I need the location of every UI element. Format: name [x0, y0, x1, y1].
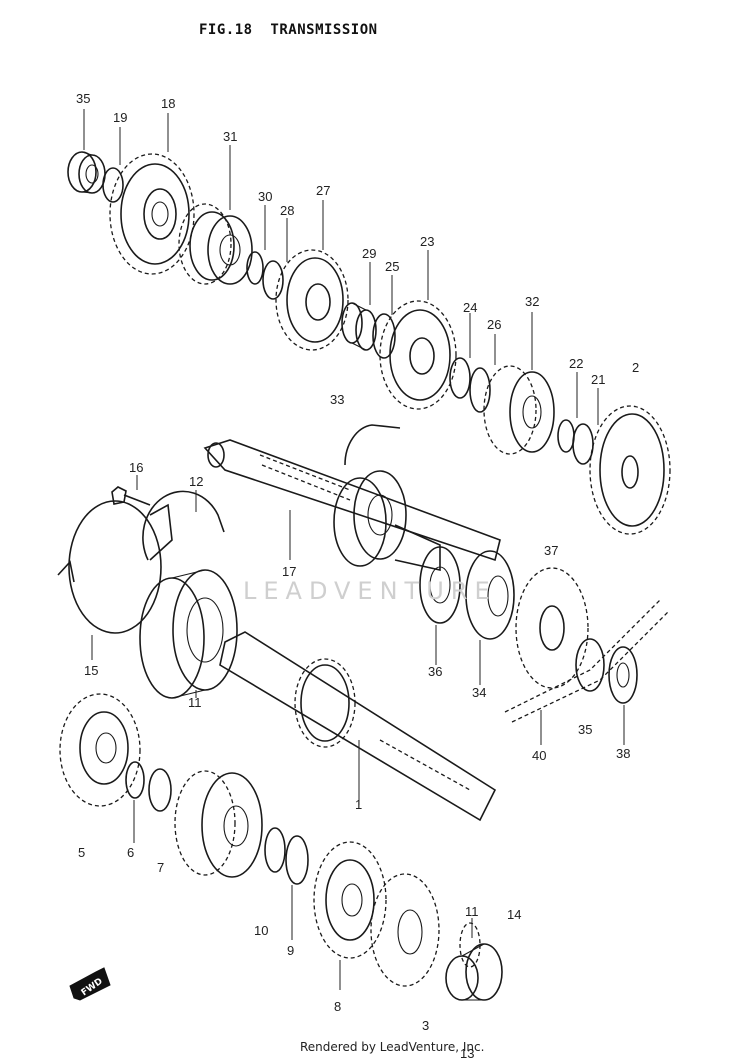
- callout-3: 3: [422, 1018, 429, 1033]
- callout-27: 27: [316, 183, 330, 198]
- part-25-washer: [372, 313, 396, 359]
- footer-credit: Rendered by LeadVenture, Inc.: [300, 1040, 485, 1054]
- callout-7: 7: [157, 860, 164, 875]
- fwd-arrow-icon: FWD: [69, 967, 111, 1001]
- callout-18: 18: [161, 96, 175, 111]
- watermark: LEADVENTURE: [243, 577, 497, 605]
- part-23-gear: [379, 300, 457, 410]
- callout-25: 25: [385, 259, 399, 274]
- callout-15: 15: [84, 663, 98, 678]
- part-31-gear: [178, 203, 253, 285]
- callout-30: 30: [258, 189, 272, 204]
- page-title: FIG.18 TRANSMISSION: [199, 22, 378, 38]
- part-37-sprocket: [515, 567, 589, 689]
- part-17-countershaft: [203, 439, 501, 562]
- part-12-circlip: [142, 490, 225, 561]
- part-24-ring: [449, 357, 471, 399]
- callout-38: 38: [616, 746, 630, 761]
- part-1-mainshaft: [219, 631, 497, 822]
- part-35-lockwasher: [575, 638, 605, 692]
- callout-10: 10: [254, 923, 268, 938]
- part-19-washer: [102, 167, 124, 203]
- callout-labels: 35 19 18 31 30 28 27 29 25 23 24 26 32 2…: [76, 91, 639, 1060]
- callout-9: 9: [287, 943, 294, 958]
- part-10-washer: [264, 827, 309, 885]
- part-7-gear: [174, 770, 263, 878]
- callout-37: 37: [544, 543, 558, 558]
- callout-21: 21: [591, 372, 605, 387]
- callout-32: 32: [525, 294, 539, 309]
- part-5-gear: [59, 693, 141, 807]
- callout-26: 26: [487, 317, 501, 332]
- part-9-gear: [313, 841, 387, 959]
- callout-19: 19: [113, 110, 127, 125]
- part-11-bearing: [139, 569, 238, 699]
- part-32-gear: [483, 365, 555, 455]
- callout-11b: 11: [465, 904, 479, 919]
- callout-28: 28: [280, 203, 294, 218]
- part-29-bushing: [341, 302, 377, 351]
- part-33-circlip: [344, 424, 401, 466]
- callout-35: 35: [76, 91, 90, 106]
- callout-5: 5: [78, 845, 85, 860]
- callout-24: 24: [463, 300, 477, 315]
- part-26-washer: [469, 367, 491, 413]
- part-22-ring: [557, 419, 575, 453]
- part-40-chain: [504, 599, 669, 723]
- callout-13: 13: [460, 1046, 474, 1060]
- part-16-screw: [111, 486, 151, 506]
- part-7-washer: [148, 768, 172, 812]
- part-30-ring: [246, 251, 264, 285]
- part-6-ring: [125, 761, 145, 799]
- part-2-gear: [589, 405, 671, 535]
- callout-6: 6: [127, 845, 134, 860]
- part-18-gear: [109, 153, 195, 275]
- callout-31: 31: [223, 129, 237, 144]
- callout-36: 36: [428, 664, 442, 679]
- leader-lines: [83, 109, 625, 990]
- part-34-spacer: [465, 550, 515, 640]
- callout-8: 8: [334, 999, 341, 1014]
- part-8-gear: [370, 873, 440, 987]
- part-21-washer: [572, 423, 594, 465]
- callout-23: 23: [420, 234, 434, 249]
- callout-11a: 11: [188, 695, 202, 710]
- part-38-nut: [608, 646, 638, 704]
- callout-29: 29: [362, 246, 376, 261]
- part-35-bearing: [67, 151, 106, 194]
- part-13-cap: [445, 943, 503, 1001]
- callout-2: 2: [632, 360, 639, 375]
- callout-1: 1: [355, 797, 362, 812]
- callout-34: 34: [472, 685, 486, 700]
- countershaft-bearing: [333, 470, 441, 571]
- part-36-seal: [419, 546, 461, 624]
- part-27-gear: [275, 249, 349, 351]
- callout-35b: 35: [578, 722, 592, 737]
- callout-40: 40: [532, 748, 546, 763]
- callout-17: 17: [282, 564, 296, 579]
- callout-16: 16: [129, 460, 143, 475]
- callout-14: 14: [507, 907, 521, 922]
- callout-33: 33: [330, 392, 344, 407]
- part-15-retainer: [57, 500, 173, 634]
- part-14-bushing: [459, 922, 481, 968]
- callout-12: 12: [189, 474, 203, 489]
- part-28-washer: [262, 260, 284, 300]
- callout-22: 22: [569, 356, 583, 371]
